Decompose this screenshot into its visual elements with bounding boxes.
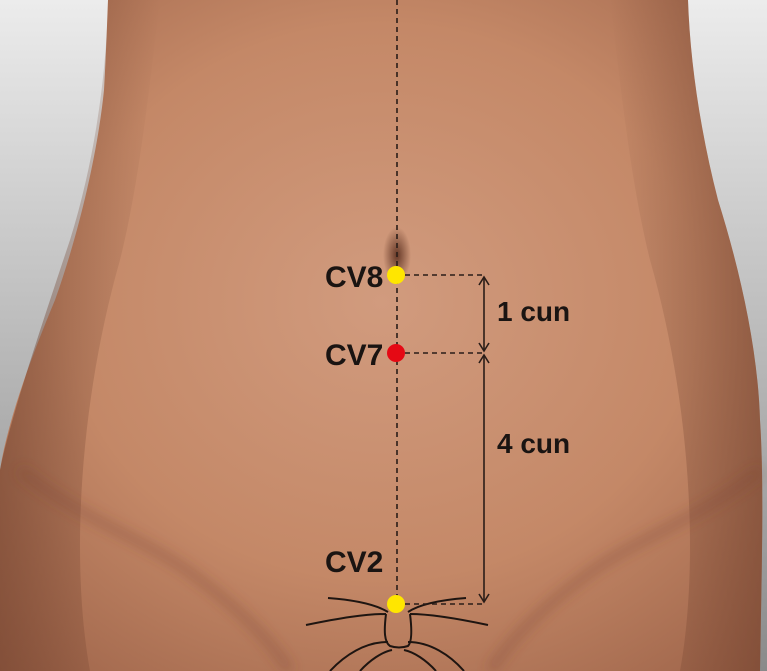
cv2-label: CV2 <box>325 546 383 579</box>
cv8-point <box>387 266 405 284</box>
cv8-label: CV8 <box>325 261 383 294</box>
cv7-label: CV7 <box>325 339 383 372</box>
measurement-1-cun-label: 1 cun <box>497 296 570 327</box>
measurement-4-cun-label: 4 cun <box>497 428 570 459</box>
cv2-point <box>387 595 405 613</box>
cv7-point <box>387 344 405 362</box>
